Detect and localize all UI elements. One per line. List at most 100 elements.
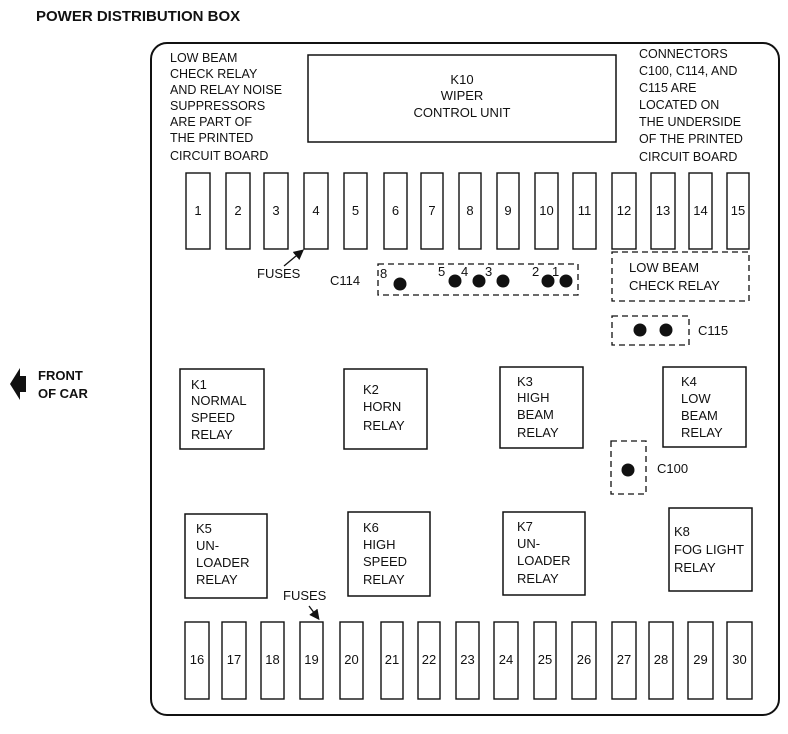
relay-k3: K3 HIGH BEAM RELAY	[499, 366, 584, 449]
left-note-line: CHECK RELAY	[170, 67, 258, 81]
fuse-number: 15	[731, 203, 745, 218]
relay-k5: K5 UN- LOADER RELAY	[184, 513, 268, 599]
fuse-number: 25	[538, 652, 552, 667]
fuse-number: 2	[234, 203, 241, 218]
fuse-number: 20	[344, 652, 358, 667]
relay-line: K6	[363, 520, 379, 535]
fuse-23: 23	[455, 621, 480, 700]
fuse-number: 21	[385, 652, 399, 667]
fuse-slot	[688, 172, 713, 250]
distribution-box-outline	[150, 42, 780, 716]
fuse-number: 4	[312, 203, 319, 218]
relay-line: BEAM	[681, 408, 718, 423]
relay-k7: K7 UN- LOADER RELAY	[502, 511, 586, 596]
arrow-left-icon	[10, 368, 20, 400]
fuse-slot	[687, 621, 714, 700]
fuse-number: 30	[732, 652, 746, 667]
fuse-slot	[185, 172, 211, 250]
fuse-slot	[648, 621, 674, 700]
c115-label: C115	[698, 323, 728, 338]
fuse-number: 5	[352, 203, 359, 218]
fuse-slot	[726, 621, 753, 700]
wiper-unit-line: K10	[450, 72, 473, 87]
c114-pin-label: 2	[532, 264, 539, 279]
left-note-line: CIRCUIT BOARD	[170, 149, 268, 163]
wiper-control-unit: K10 WIPER CONTROL UNIT	[307, 54, 617, 143]
relay-line: K7	[517, 519, 533, 534]
right-note-line: CONNECTORS	[639, 47, 728, 61]
fuses-callout-top: FUSES	[257, 249, 304, 281]
relay-line: SPEED	[363, 554, 407, 569]
fuse-number: 29	[693, 652, 707, 667]
relay-k6: K6 HIGH SPEED RELAY	[347, 511, 431, 597]
fuse-11: 11	[572, 172, 597, 250]
relay-line: NORMAL	[191, 393, 247, 408]
fuse-13: 13	[650, 172, 676, 250]
fuse-12: 12	[611, 172, 637, 250]
relay-line: HORN	[363, 399, 401, 414]
c114-pin-label: 3	[485, 264, 492, 279]
relay-line: RELAY	[681, 425, 723, 440]
diagram-title: POWER DISTRIBUTION BOX	[36, 8, 240, 25]
fuse-number: 16	[190, 652, 204, 667]
fuse-slot	[299, 621, 324, 700]
c114-pin	[448, 274, 462, 288]
fuse-27: 27	[611, 621, 637, 700]
c115-pin	[633, 323, 647, 337]
relay-line: RELAY	[517, 425, 559, 440]
fuse-number: 9	[504, 203, 511, 218]
fuse-25: 25	[533, 621, 557, 700]
fuse-number: 28	[654, 652, 668, 667]
front-label: FRONT	[38, 368, 83, 383]
relay-line: HIGH	[363, 537, 396, 552]
fuse-21: 21	[380, 621, 404, 700]
fuse-number: 11	[578, 203, 592, 218]
connector-c115: C115	[611, 315, 728, 346]
fuses-label: FUSES	[283, 588, 327, 603]
relay-line: K4	[681, 374, 697, 389]
relay-line: K8	[674, 524, 690, 539]
fuse-number: 10	[539, 203, 553, 218]
fuse-6: 6	[383, 172, 408, 250]
relay-line: LOW	[681, 391, 711, 406]
relay-line: RELAY	[191, 427, 233, 442]
fuse-14: 14	[688, 172, 713, 250]
fuse-number: 7	[428, 203, 435, 218]
fuse-slot	[339, 621, 364, 700]
c114-pin-label: 5	[438, 264, 445, 279]
relay-line: RELAY	[517, 571, 559, 586]
c114-pin	[472, 274, 486, 288]
fuse-number: 1	[194, 203, 201, 218]
fuse-number: 8	[466, 203, 473, 218]
relay-line: K5	[196, 521, 212, 536]
relay-line: UN-	[196, 538, 219, 553]
relay-line: SPEED	[191, 410, 235, 425]
connector-c114: C114 8 5 4 3 2 1	[330, 263, 579, 296]
fuse-slot	[493, 621, 519, 700]
fuse-slot	[383, 172, 408, 250]
low-beam-check-line: CHECK RELAY	[629, 278, 720, 293]
fuse-number: 19	[304, 652, 318, 667]
relay-line: HIGH	[517, 390, 550, 405]
fuse-5: 5	[343, 172, 368, 250]
relay-line: K3	[517, 374, 533, 389]
fuse-number: 13	[656, 203, 670, 218]
c114-pin	[496, 274, 510, 288]
c114-pin	[541, 274, 555, 288]
fuse-number: 14	[693, 203, 707, 218]
fuse-slot	[571, 621, 597, 700]
fuse-slot	[458, 172, 482, 250]
fuse-slot	[221, 621, 247, 700]
fuse-16: 16	[184, 621, 210, 700]
right-note-line: CIRCUIT BOARD	[639, 150, 737, 164]
fuse-slot	[260, 621, 285, 700]
c114-pin-label: 4	[461, 264, 468, 279]
relay-k1: K1 NORMAL SPEED RELAY	[179, 368, 265, 450]
fuse-3: 3	[263, 172, 289, 250]
relay-line: FOG LIGHT	[674, 542, 744, 557]
fuse-slot	[611, 172, 637, 250]
fuse-number: 12	[617, 203, 631, 218]
low-beam-check-relay: LOW BEAM CHECK RELAY	[611, 251, 750, 302]
relay-k4: K4 LOW BEAM RELAY	[662, 366, 747, 448]
